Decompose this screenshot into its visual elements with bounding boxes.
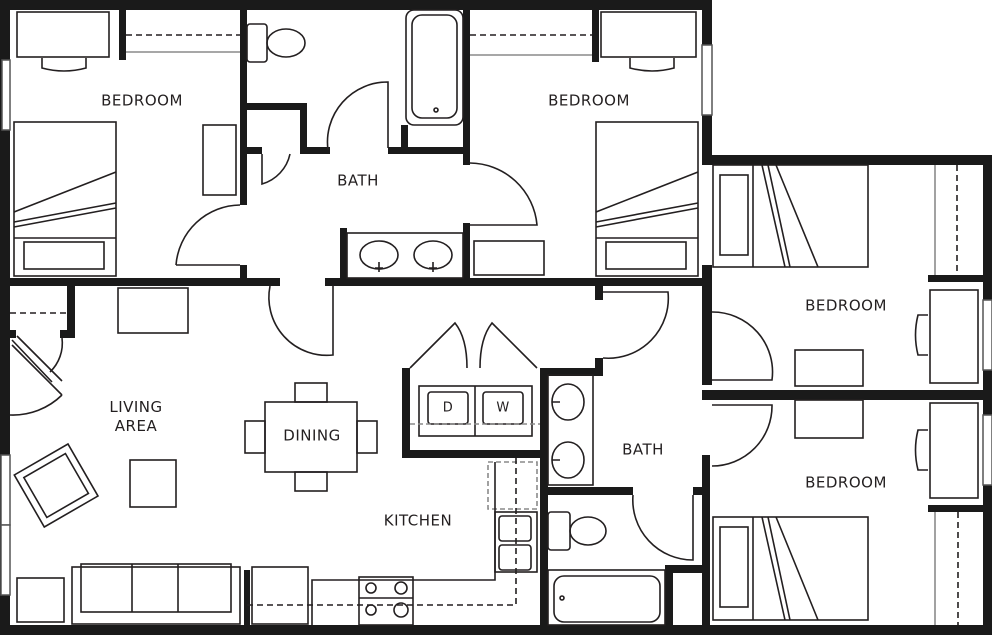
room-label-bedroom-top-center: BEDROOM	[548, 91, 630, 110]
room-label-bath-center: BATH	[622, 440, 664, 459]
room-label-bedroom-top-left: BEDROOM	[101, 91, 183, 110]
room-label-kitchen: KITCHEN	[383, 511, 453, 530]
dryer-label: D	[442, 400, 454, 416]
room-label-bedroom-right-upper: BEDROOM	[805, 296, 887, 315]
windows	[0, 44, 992, 596]
washer-label: W	[496, 400, 510, 416]
room-label-dining: DINING	[283, 426, 341, 445]
room-label-living-area: LIVING AREA	[109, 398, 163, 435]
room-label-bedroom-right-lower: BEDROOM	[805, 473, 887, 492]
fixtures-and-furniture	[9, 9, 979, 626]
room-label-bath-top: BATH	[337, 171, 379, 190]
